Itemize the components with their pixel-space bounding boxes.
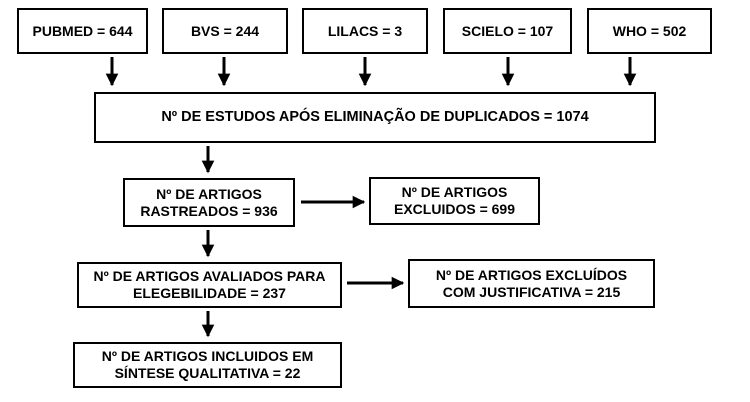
source-box-scielo: SCIELO = 107 <box>443 8 572 54</box>
node-label-screened-line1: Nº DE ARTIGOS <box>156 185 262 202</box>
node-box-eligibility: Nº DE ARTIGOS AVALIADOS PARA ELEGEBILIDA… <box>77 262 342 308</box>
node-label-excluded-line1: Nº DE ARTIGOS <box>401 184 508 200</box>
source-box-lilacs: LILACS = 3 <box>302 8 428 54</box>
node-label-excluded-just-line1: Nº DE ARTIGOS EXCLUÍDOS <box>435 266 628 283</box>
source-box-bvs: BVS = 244 <box>162 8 288 54</box>
node-label-eligibility-line1: Nº DE ARTIGOS AVALIADOS PARA <box>93 268 326 284</box>
node-box-included-qualitative: Nº DE ARTIGOS INCLUIDOS EM SÍNTESE QUALI… <box>73 342 342 388</box>
node-label-screened-line2: RASTREADOS = 936 <box>140 202 278 219</box>
node-label-excluded-line2: EXCLUIDOS = 699 <box>394 201 515 217</box>
node-box-duplicates-removed: Nº DE ESTUDOS APÓS ELIMINAÇÃO DE DUPLICA… <box>94 92 656 143</box>
node-box-excluded-with-justification: Nº DE ARTIGOS EXCLUÍDOS COM JUSTIFICATIV… <box>408 259 655 308</box>
node-label-eligibility-line2: ELEGEBILIDADE = 237 <box>133 285 286 301</box>
node-box-excluded: Nº DE ARTIGOS EXCLUIDOS = 699 <box>369 177 540 225</box>
source-box-pubmed: PUBMED = 644 <box>17 8 148 54</box>
source-label-lilacs: LILACS = 3 <box>327 22 403 39</box>
node-label-included-line1: Nº DE ARTIGOS INCLUIDOS EM <box>101 348 314 364</box>
source-label-pubmed: PUBMED = 644 <box>32 22 133 39</box>
source-box-who: WHO = 502 <box>587 8 712 54</box>
node-label-duplicates-removed: Nº DE ESTUDOS APÓS ELIMINAÇÃO DE DUPLICA… <box>161 109 589 125</box>
source-label-who: WHO = 502 <box>612 22 687 39</box>
source-label-scielo: SCIELO = 107 <box>461 22 554 39</box>
node-box-screened: Nº DE ARTIGOS RASTREADOS = 936 <box>123 178 295 227</box>
node-label-included-line2: SÍNTESE QUALITATIVA = 22 <box>114 365 301 381</box>
source-label-bvs: BVS = 244 <box>190 22 260 39</box>
node-label-excluded-just-line2: COM JUSTIFICATIVA = 215 <box>442 283 621 300</box>
